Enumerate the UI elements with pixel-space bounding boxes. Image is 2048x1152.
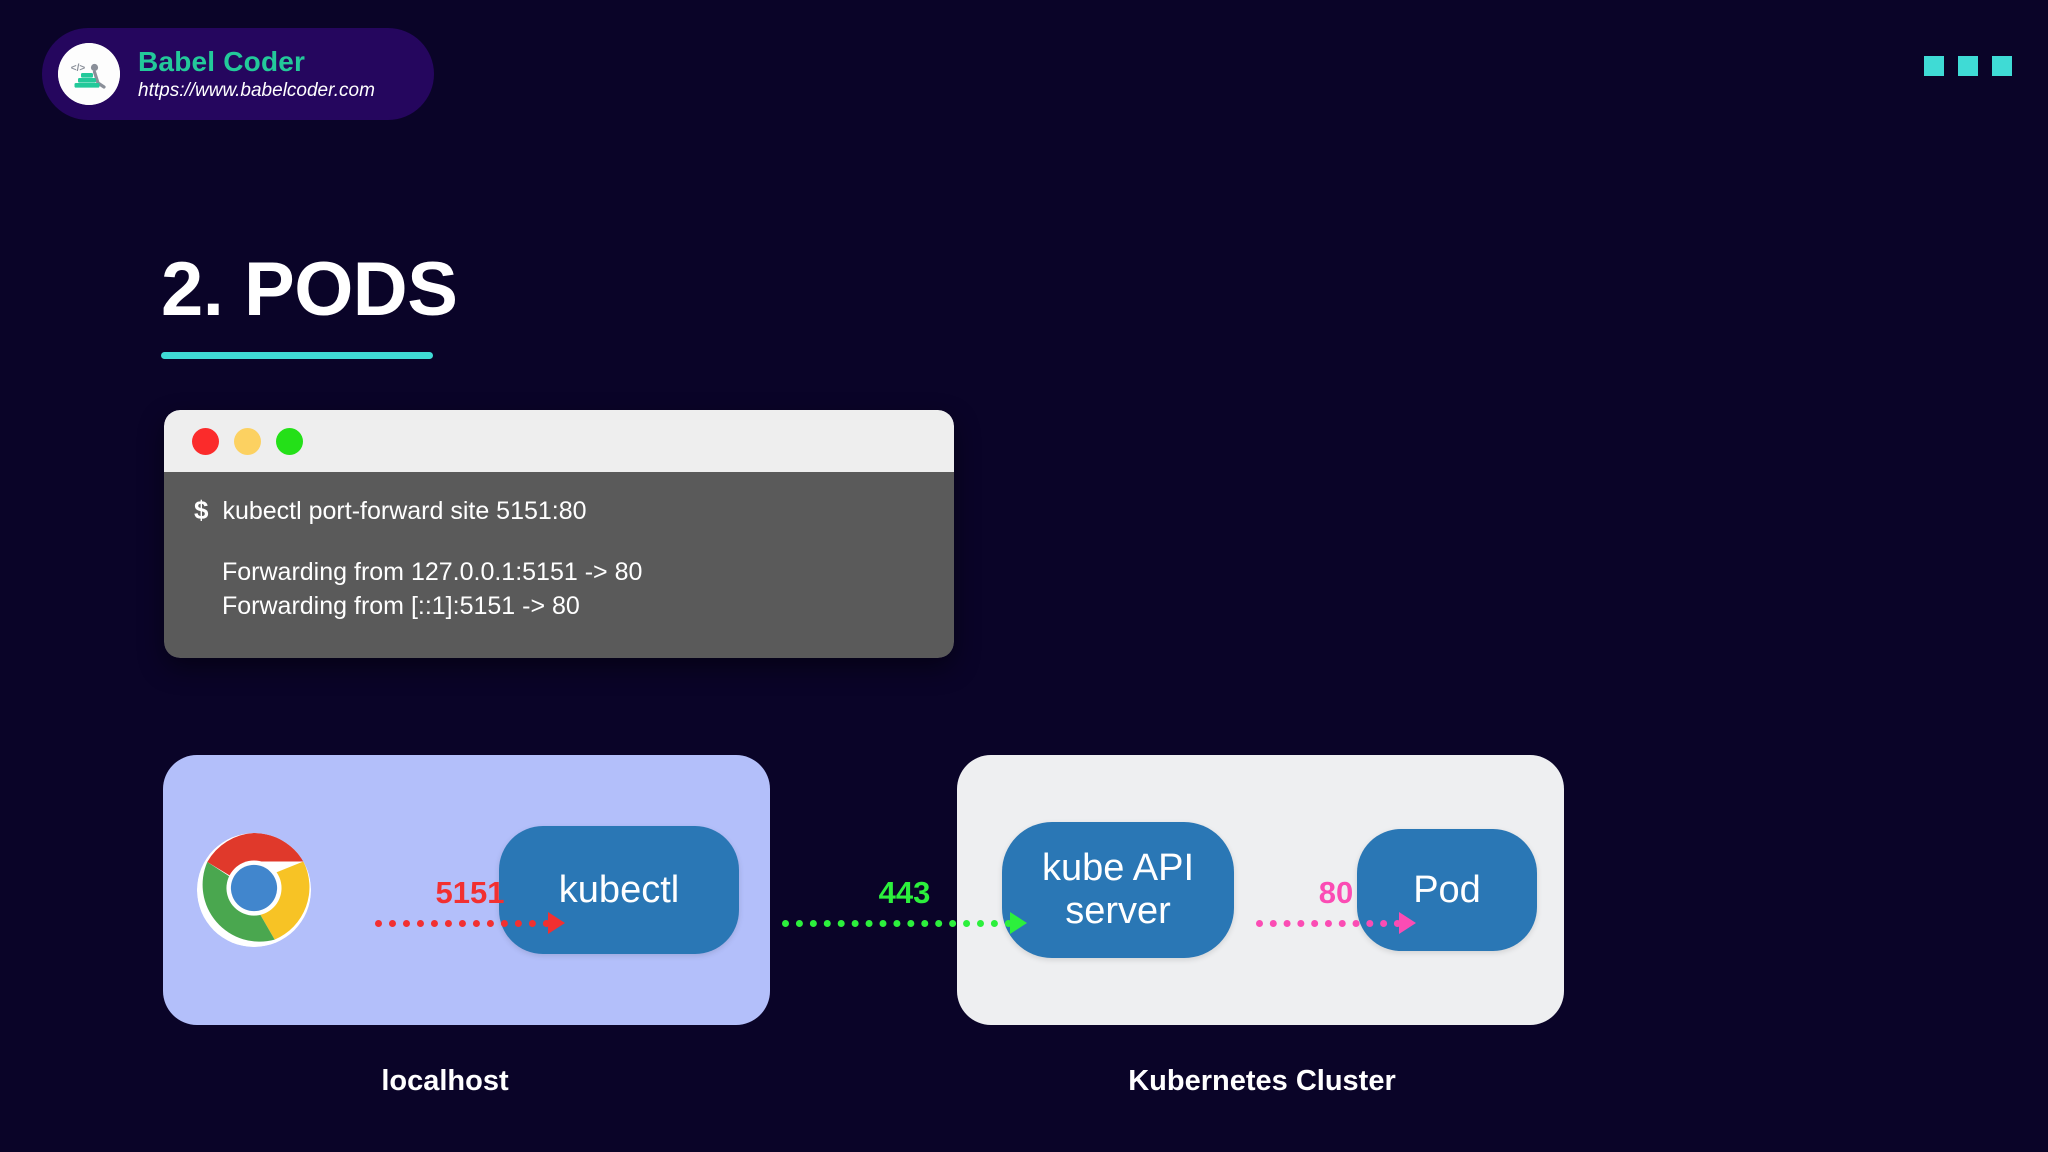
babel-coder-steps-logo-icon: </> <box>58 43 120 105</box>
arrow-head-icon <box>1399 912 1416 934</box>
port-label-443: 443 <box>878 875 931 910</box>
terminal-body[interactable]: $ kubectl port-forward site 5151:80 Forw… <box>164 472 954 658</box>
window-minimize-icon[interactable] <box>234 427 261 455</box>
node-pod[interactable]: Pod <box>1357 829 1537 951</box>
arrow-line <box>1256 919 1401 927</box>
zone-label-kubernetes-cluster: Kubernetes Cluster <box>1128 1065 1396 1097</box>
terminal-spacer <box>194 529 924 555</box>
node-kubectl[interactable]: kubectl <box>499 826 739 954</box>
page-dot-3[interactable] <box>1992 56 2012 76</box>
terminal-titlebar <box>164 410 954 472</box>
brand-url: https://www.babelcoder.com <box>138 79 375 101</box>
port-label-5151: 5151 <box>435 875 505 910</box>
zone-label-localhost: localhost <box>381 1065 509 1097</box>
svg-text:</>: </> <box>71 63 86 74</box>
three-squares-indicator-icon[interactable] <box>1924 56 2012 76</box>
terminal-output-line-2: Forwarding from [::1]:5151 -> 80 <box>222 592 580 620</box>
node-pod-label: Pod <box>1413 868 1481 911</box>
window-close-icon[interactable] <box>192 427 219 455</box>
architecture-diagram: kubectl kube API server Pod 5151 443 80 <box>0 745 2048 1105</box>
node-kube-api-server[interactable]: kube API server <box>1002 822 1234 958</box>
window-maximize-icon[interactable] <box>276 427 303 455</box>
zone-kubernetes-cluster: kube API server Pod <box>957 755 1564 1025</box>
connection-kubectl-to-api: 443 <box>782 875 1027 934</box>
node-kubectl-label: kubectl <box>558 868 680 911</box>
prompt-symbol: $ <box>194 495 209 525</box>
title-underline-rule <box>161 352 433 359</box>
brand-badge[interactable]: </> Babel Coder https://www.babelcoder.c… <box>42 28 434 120</box>
connection-browser-to-kubectl: 5151 <box>375 875 565 934</box>
zone-localhost: kubectl <box>163 755 770 1025</box>
terminal-command: kubectl port-forward site 5151:80 <box>222 497 587 525</box>
connection-api-to-pod: 80 <box>1256 875 1416 934</box>
arrow-line <box>782 919 1012 927</box>
arrow-head-icon <box>548 912 565 934</box>
page-dot-2[interactable] <box>1958 56 1978 76</box>
terminal-command-row: $ kubectl port-forward site 5151:80 <box>194 494 924 529</box>
arrow-head-icon <box>1010 912 1027 934</box>
terminal-window: $ kubectl port-forward site 5151:80 Forw… <box>164 410 954 658</box>
page-dot-1[interactable] <box>1924 56 1944 76</box>
terminal-output-line-1: Forwarding from 127.0.0.1:5151 -> 80 <box>222 557 643 586</box>
page-title: 2. PODS <box>161 247 458 332</box>
arrow-line <box>375 919 550 927</box>
chrome-logo-icon <box>195 831 313 949</box>
node-kube-api-server-label: kube API server <box>1041 847 1195 932</box>
port-label-80: 80 <box>1318 875 1354 910</box>
title-block: 2. PODS <box>161 247 458 359</box>
brand-name: Babel Coder <box>138 45 306 77</box>
